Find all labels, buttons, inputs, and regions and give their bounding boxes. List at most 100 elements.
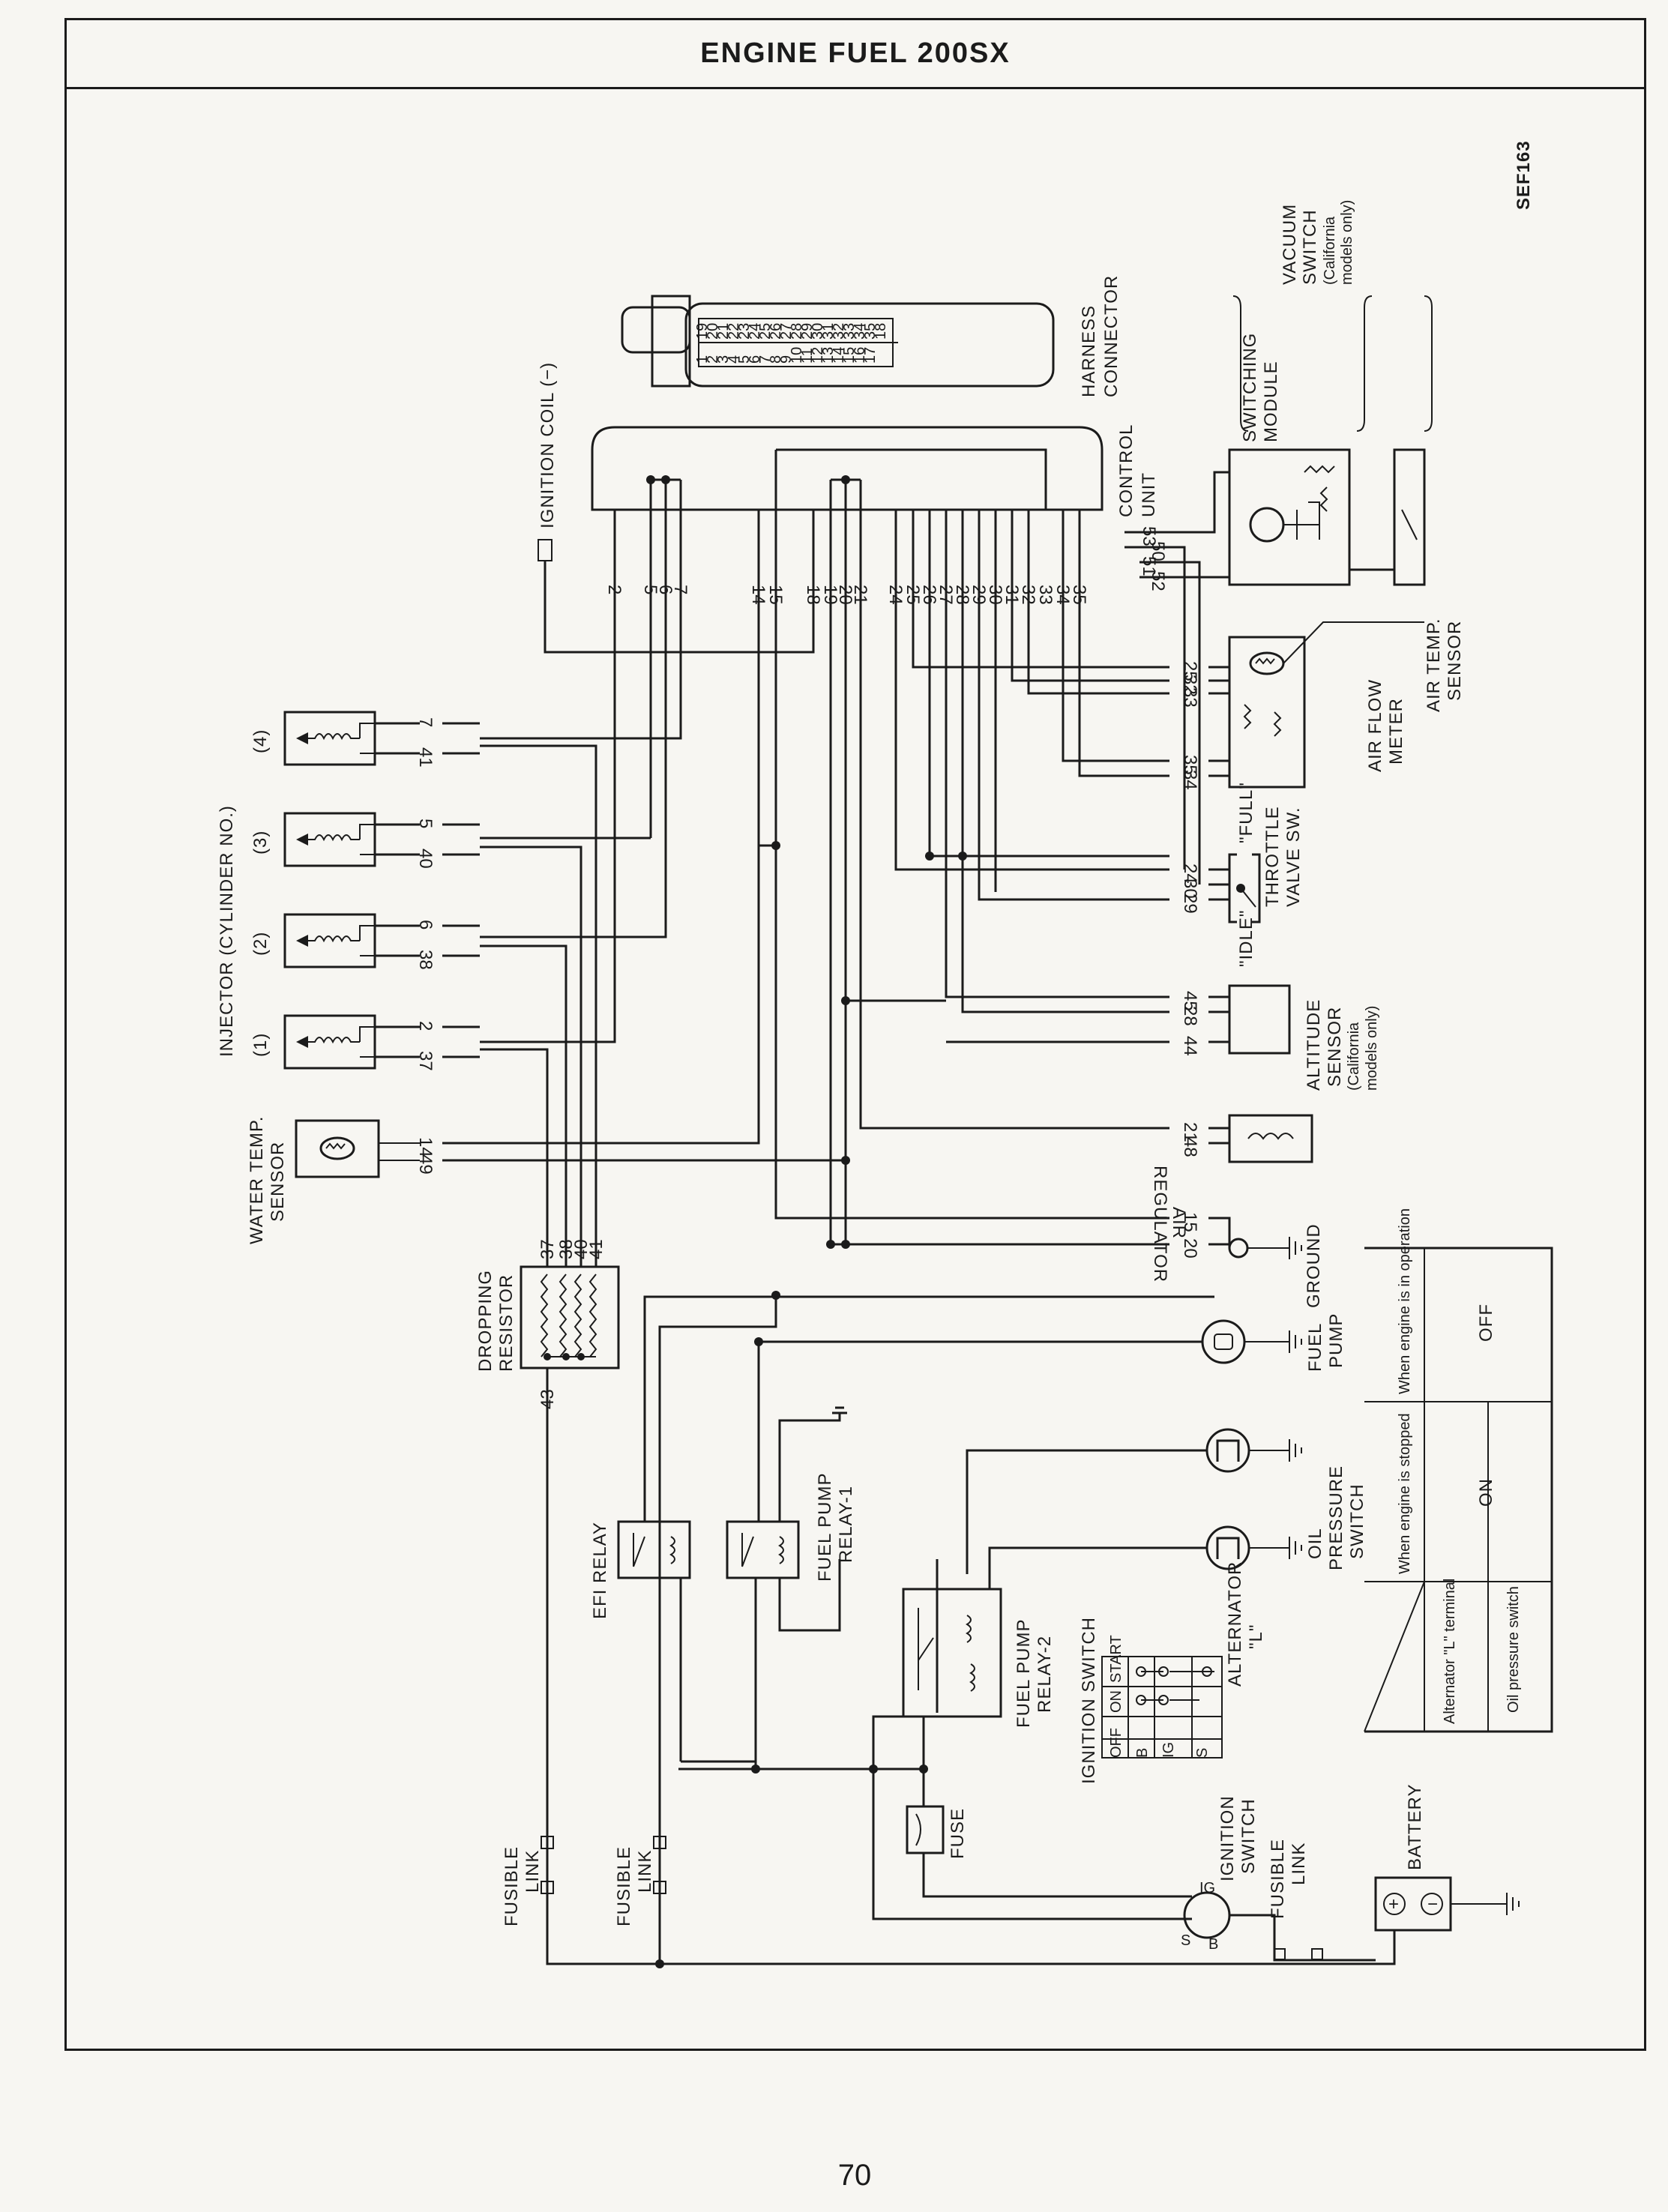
ground-leads xyxy=(1208,1217,1231,1248)
fusible-link-terminal xyxy=(1274,1948,1286,1960)
injector-coil xyxy=(308,733,360,741)
injector-pin-lead xyxy=(442,823,480,856)
wire-relay1-ground xyxy=(778,1406,847,1522)
connector-pin-label: 27 xyxy=(778,323,795,340)
air-regulator-pin: 21 xyxy=(1180,1122,1200,1142)
page-title: ENGINE FUEL 200SX xyxy=(700,37,1011,69)
air-flow-label-2: METER xyxy=(1386,698,1406,765)
fuel-pump-relay-2: FUEL PUMP RELAY-2 xyxy=(872,1588,1055,1806)
air-temp-thermistor xyxy=(1249,651,1285,675)
fuse-element xyxy=(915,1813,921,1846)
battery-ground xyxy=(1451,1893,1520,1915)
injector-arrow xyxy=(296,1036,308,1048)
airflow-pin: 34 xyxy=(1180,770,1200,790)
connector-pin-label: 4 xyxy=(726,355,742,364)
alternator-contact xyxy=(1216,1537,1240,1559)
connector-pin-label: 8 xyxy=(768,355,784,364)
altitude-pin: 44 xyxy=(1180,1036,1200,1056)
water-temp-zigzag xyxy=(325,1142,346,1150)
dropping-resistor-label-2: RESISTOR xyxy=(496,1274,517,1372)
fusible-link-3-label-1: FUSIBLE xyxy=(1268,1839,1288,1919)
fusible-link-terminal xyxy=(1311,1948,1323,1960)
status-stopped-value: ON xyxy=(1476,1478,1496,1507)
water-temp-thermistor xyxy=(319,1136,355,1160)
injector-1: 237(1) xyxy=(250,1014,480,1071)
oil-pressure-switch: OIL PRESSURE SWITCH xyxy=(966,1428,1367,1574)
injector-arrow xyxy=(296,935,308,947)
wire-alternator xyxy=(988,1546,1207,1589)
junction-dot xyxy=(646,475,655,484)
connector-pin-label: 23 xyxy=(736,323,753,340)
connector-pin-label: 5 xyxy=(736,355,753,364)
injector-4: 741(4) xyxy=(250,711,480,768)
injector-body xyxy=(283,913,376,968)
resistor-pin-label: 41 xyxy=(586,1239,606,1259)
oil-pressure-label-3: SWITCH xyxy=(1347,1483,1367,1559)
fuse-body xyxy=(906,1805,945,1854)
wire-pin24 xyxy=(894,510,1169,871)
vacuum-switch-contact xyxy=(1401,509,1418,540)
throttle-arm xyxy=(1240,887,1256,908)
vacuum-switch-label-1: VACUUM xyxy=(1280,204,1300,285)
ignition-switch-label-2: SWITCH xyxy=(1238,1798,1259,1874)
wire-fuse-ig xyxy=(922,1853,1192,1898)
connector-pin-label: 34 xyxy=(852,323,868,340)
throttle-pin: 29 xyxy=(1180,893,1200,914)
air-flow-meter: AIR TEMP. SENSOR AIR FLOW METER 25323335… xyxy=(1180,618,1465,790)
fuel-pump-label-1: FUEL xyxy=(1305,1323,1325,1372)
throttle-label-2: VALVE SW. xyxy=(1283,807,1304,908)
ground-pin: 20 xyxy=(1180,1238,1200,1259)
wire-pin32 xyxy=(1011,510,1169,682)
resistor-to-injector-wires xyxy=(480,744,597,1267)
battery-plus: + xyxy=(1388,1894,1400,1914)
injector-pin-b: 41 xyxy=(415,747,436,768)
airflow-pin: 25 xyxy=(1180,661,1200,681)
wire-battery-main xyxy=(546,1930,1396,1965)
harness-connector: 1912022132242352462572682792810291130123… xyxy=(621,275,1121,397)
altitude-label-1: ALTITUDE xyxy=(1304,999,1324,1091)
ignition-switch-label-1: IGNITION xyxy=(1217,1795,1238,1881)
injector-wires xyxy=(375,924,420,957)
altitude-sensor: ALTITUDE SENSOR (California models only)… xyxy=(1180,984,1380,1091)
efi-relay: EFI RELAY xyxy=(590,1295,1214,1762)
connector-pin-label: 26 xyxy=(768,323,784,340)
ign-header-off: OFF xyxy=(1108,1728,1124,1758)
injector-wires xyxy=(375,1025,420,1058)
resistor-input-pin: 43 xyxy=(538,1389,558,1409)
ign-header-on: ON xyxy=(1108,1690,1124,1713)
fusible-link-2-bottom xyxy=(653,1881,666,1894)
ignition-coil-label: IGNITION COIL (−) xyxy=(538,362,558,528)
switching-pin-label: 53 xyxy=(1139,526,1159,546)
wire-pin14 xyxy=(480,510,760,1145)
ignition-coil-terminal xyxy=(538,539,553,561)
wire-relay-link xyxy=(681,1559,939,1763)
junction-dot xyxy=(754,1337,763,1346)
status-operation-value: OFF xyxy=(1476,1304,1496,1342)
altitude-label-4: models only) xyxy=(1364,1006,1380,1091)
ign-table-node xyxy=(1158,1695,1169,1705)
wire-pin6 xyxy=(480,480,667,938)
junction-dot xyxy=(661,475,670,484)
injector-number: (2) xyxy=(250,932,271,956)
relay2-label-2: RELAY-2 xyxy=(1035,1636,1055,1713)
status-table-grid xyxy=(1364,1248,1552,1732)
relay2-coils xyxy=(966,1615,975,1692)
air-regulator-label-1: AIR xyxy=(1169,1207,1189,1239)
oil-pressure-body xyxy=(1205,1428,1250,1473)
ignition-switch: IG S B IGNITION SWITCH FUSIBLE LINK xyxy=(1181,1795,1376,1962)
oil-pressure-contact xyxy=(1216,1439,1240,1462)
wire-pin33 xyxy=(1027,510,1169,695)
battery-label: BATTERY xyxy=(1405,1784,1425,1870)
battery-minus: − xyxy=(1427,1894,1439,1914)
fuse-label: FUSE xyxy=(948,1808,968,1859)
throttle-label-1: THROTTLE xyxy=(1262,806,1283,907)
injector-pin-b: 38 xyxy=(415,950,436,970)
connector-pin-label: 30 xyxy=(810,323,826,340)
injector-leads xyxy=(359,824,375,855)
ign-row-ig: IG xyxy=(1160,1742,1177,1758)
wire-pin25 xyxy=(912,510,1169,669)
